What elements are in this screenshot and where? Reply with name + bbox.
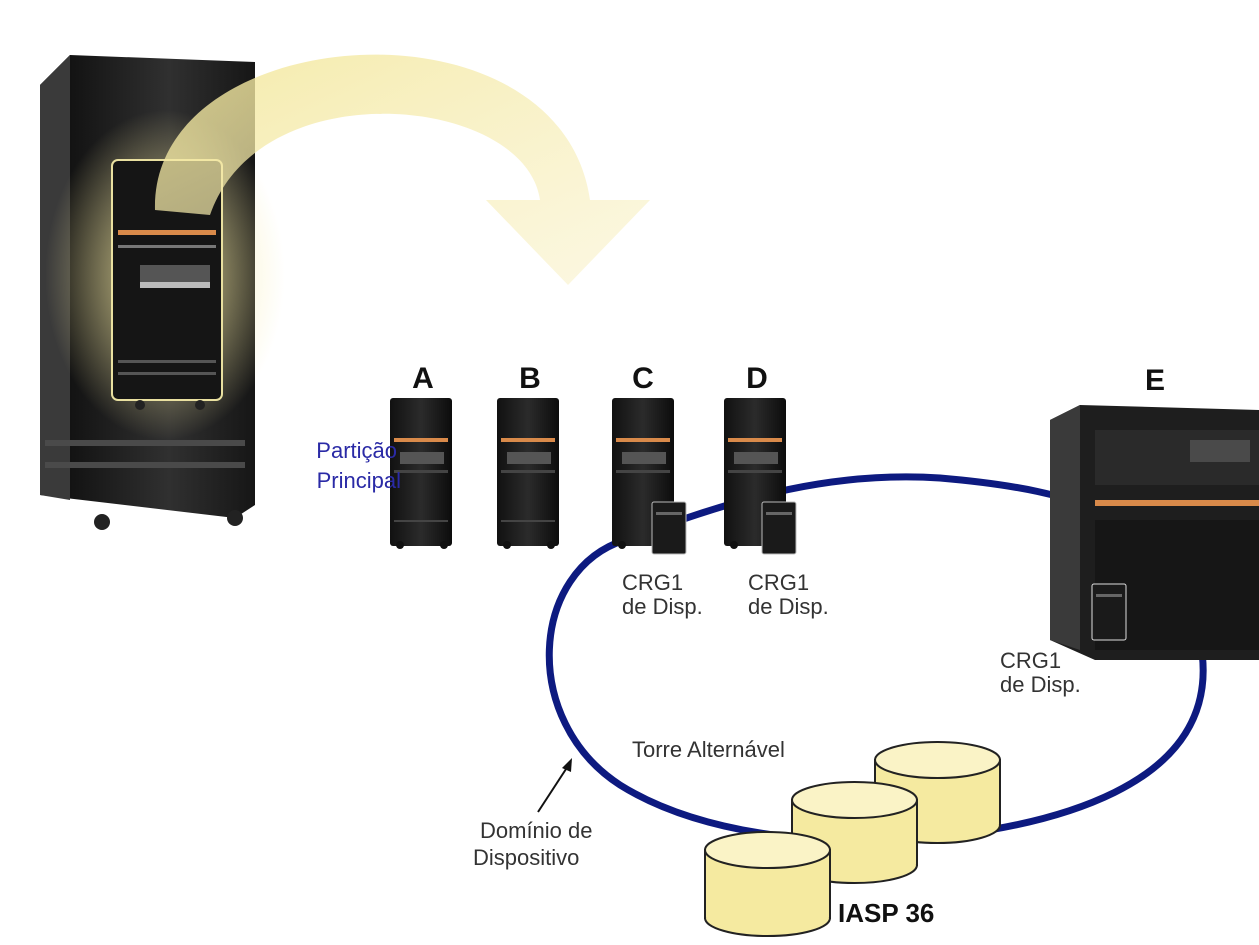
- node-label-a: A: [412, 362, 434, 395]
- crg-label-e-line1: CRG1: [1000, 648, 1061, 673]
- server-e: [1050, 405, 1259, 660]
- primary-partition-line1: Partição: [316, 438, 397, 463]
- node-label-c: C: [632, 362, 654, 395]
- device-domain-pointer: [537, 758, 572, 813]
- iasp-disks: [704, 741, 1001, 937]
- node-label-d: D: [746, 362, 768, 395]
- device-domain-line1: Domínio de: [480, 818, 593, 843]
- crg-label-c-line1: CRG1: [622, 570, 683, 595]
- switchable-tower-label: Torre Alternável: [632, 737, 785, 762]
- device-domain-line2: Dispositivo: [473, 845, 579, 870]
- node-label-b: B: [519, 362, 541, 395]
- server-tower-d: [724, 398, 797, 555]
- migration-arrow: [154, 54, 650, 285]
- server-tower-b: [497, 398, 559, 549]
- server-tower-a: [390, 398, 452, 549]
- primary-partition-line2: Principal: [317, 468, 401, 493]
- device-domain-ring: [545, 473, 1207, 845]
- crg-label-c-line2: de Disp.: [622, 594, 703, 619]
- node-label-e: E: [1145, 364, 1165, 397]
- crg-label-e-line2: de Disp.: [1000, 672, 1081, 697]
- iasp-label: IASP 36: [838, 898, 934, 928]
- crg-label-d-line1: CRG1: [748, 570, 809, 595]
- disk-1: [704, 831, 831, 937]
- crg-label-d-line2: de Disp.: [748, 594, 829, 619]
- server-tower-c: [612, 398, 687, 555]
